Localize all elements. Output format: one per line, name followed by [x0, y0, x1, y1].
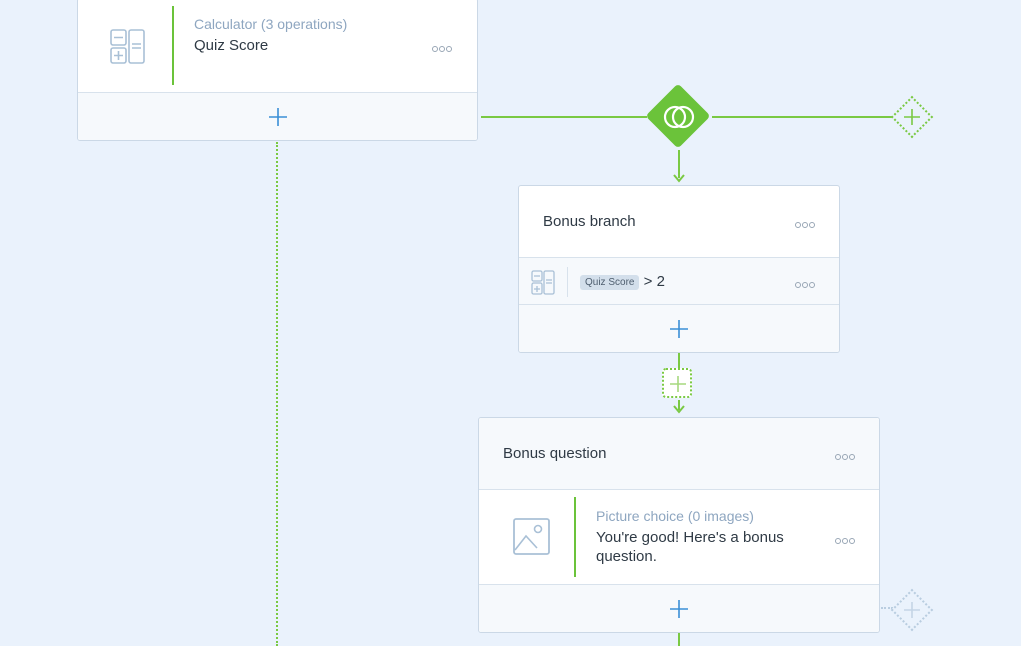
dotted-connector-to-add-diamond	[881, 607, 893, 609]
question-title: Bonus question	[503, 445, 607, 462]
add-condition-button[interactable]	[519, 304, 839, 352]
add-choice-button[interactable]	[479, 584, 879, 632]
plus-icon	[268, 107, 287, 126]
more-options-icon[interactable]	[432, 42, 453, 52]
accent-bar	[574, 497, 576, 577]
more-options-icon[interactable]	[795, 278, 816, 288]
plus-icon	[670, 319, 688, 338]
more-options-icon[interactable]	[835, 450, 856, 460]
accent-bar	[172, 6, 174, 85]
plus-icon	[670, 599, 688, 618]
row-divider	[567, 267, 568, 297]
condition-row[interactable]: Quiz Score > 2	[519, 257, 839, 306]
more-options-icon[interactable]	[835, 534, 856, 544]
connector-line-branch-to-add	[678, 352, 680, 368]
branch-title: Bonus branch	[543, 213, 636, 230]
calculator-card[interactable]: Calculator (3 operations) Quiz Score	[77, 0, 478, 141]
calculator-icon	[531, 270, 555, 295]
arrow-down-icon	[673, 174, 685, 183]
question-header	[479, 418, 879, 490]
dotted-connector-main-path	[276, 142, 278, 646]
picture-icon	[513, 518, 550, 555]
add-operation-button[interactable]	[78, 92, 477, 140]
add-step-button[interactable]	[662, 368, 692, 398]
connector-line-horizontal-right	[712, 116, 892, 118]
calculator-icon	[110, 29, 145, 64]
connector-line-horizontal-left	[481, 116, 647, 118]
branch-icon	[663, 105, 695, 129]
plus-icon	[904, 602, 920, 618]
condition-expression: Quiz Score > 2	[580, 273, 665, 290]
connector-line-add-to-question	[678, 400, 680, 410]
variable-tag: Quiz Score	[580, 274, 640, 290]
branch-card[interactable]: Bonus branch Quiz Score > 2	[518, 185, 840, 353]
calculator-subtitle: Calculator (3 operations)	[194, 16, 348, 32]
question-body: You're good! Here's a bonus question.	[596, 529, 784, 565]
plus-icon	[670, 376, 686, 392]
question-card[interactable]: Bonus question Picture choice (0 images)…	[478, 417, 880, 633]
arrow-down-icon	[673, 405, 685, 414]
connector-line-bottom	[678, 632, 680, 646]
question-subtitle: Picture choice (0 images)	[596, 508, 754, 524]
connector-line-to-branch	[678, 150, 680, 178]
condition-operator: > 2	[643, 273, 665, 290]
plus-icon	[904, 109, 920, 125]
more-options-icon[interactable]	[795, 218, 816, 228]
calculator-title: Quiz Score	[194, 37, 269, 54]
